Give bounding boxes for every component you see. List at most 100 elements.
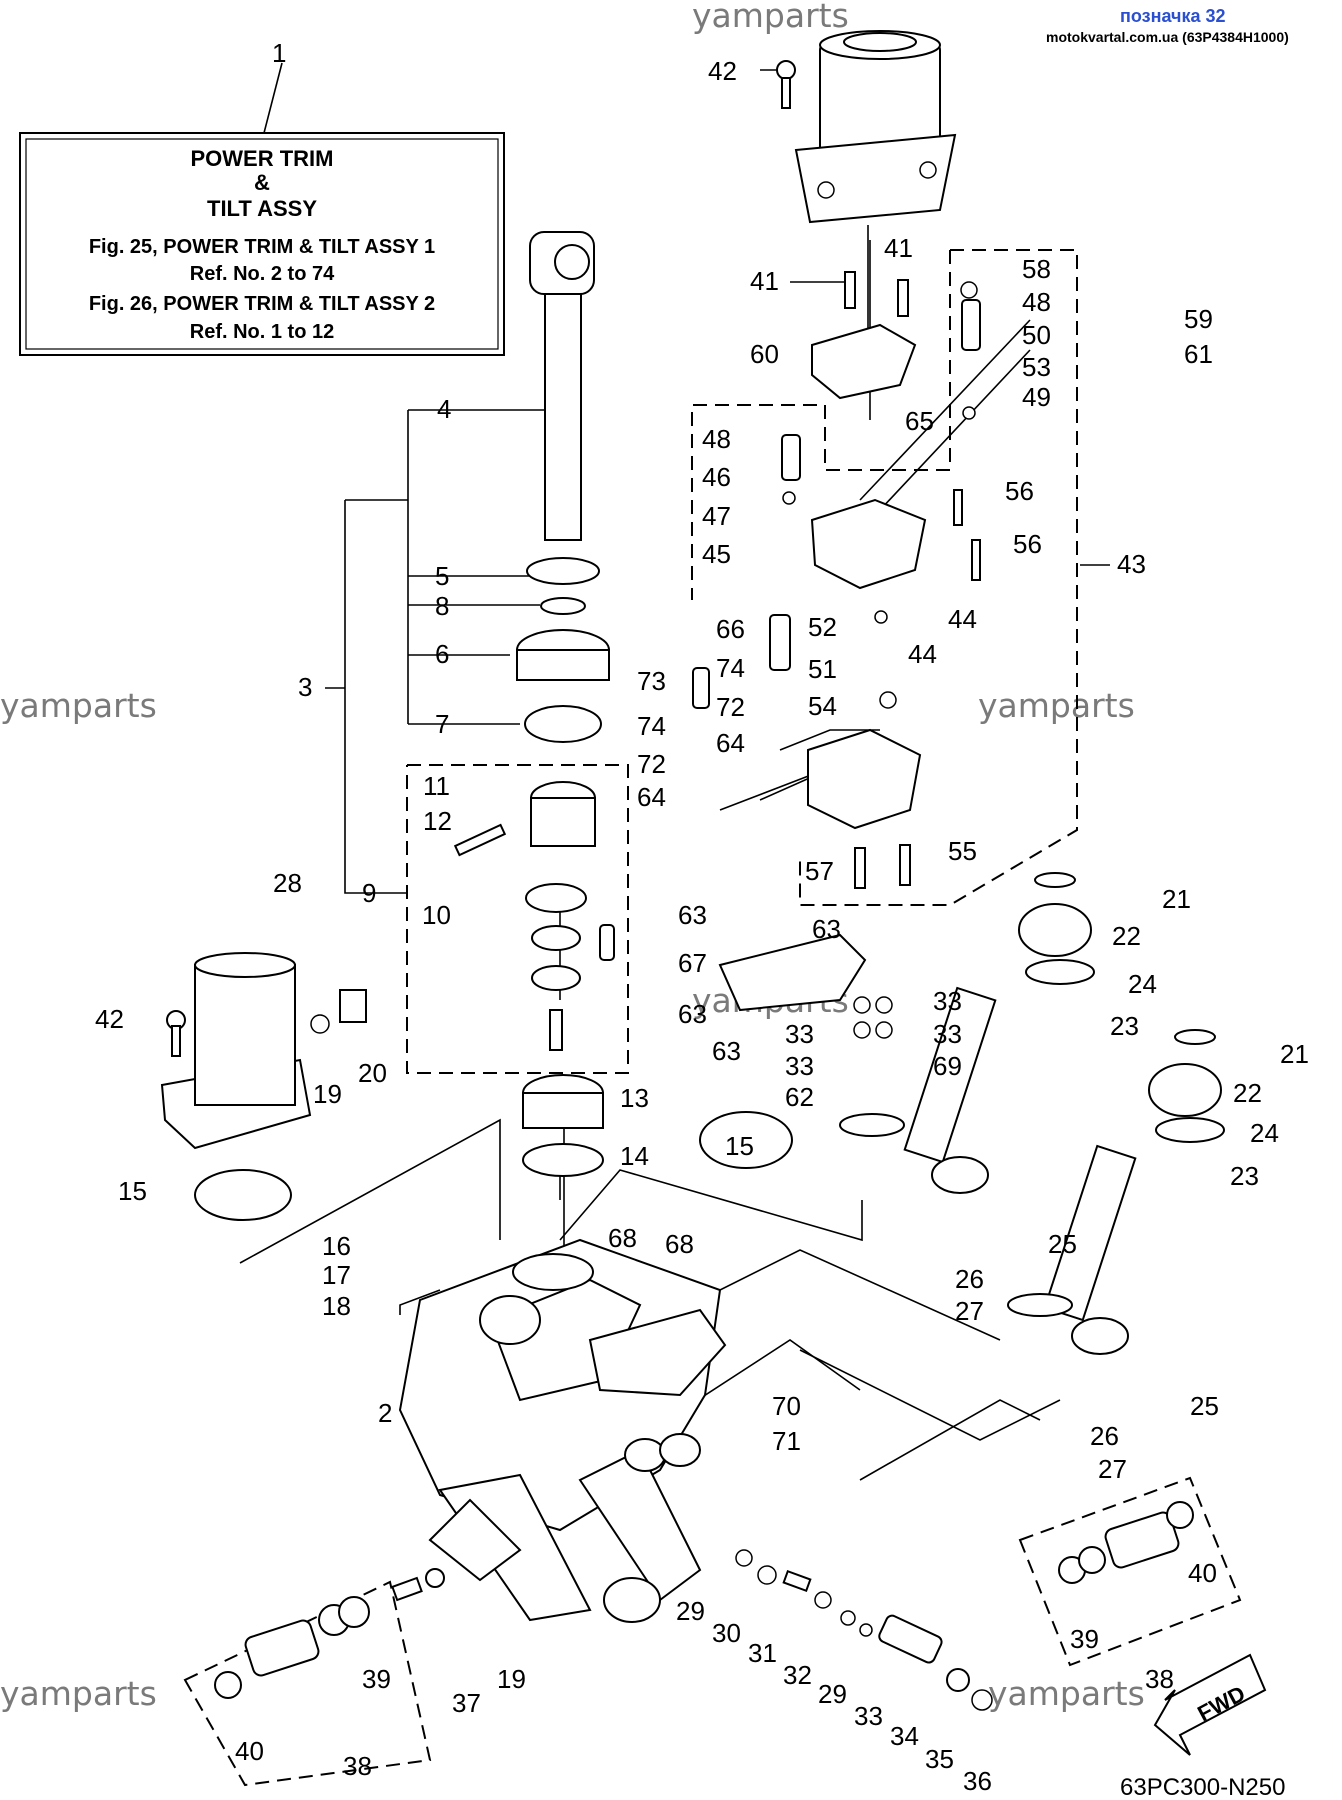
callout-label: 70 [772, 1391, 801, 1421]
callout-label: 58 [1022, 254, 1051, 284]
callout-label: 21 [1162, 884, 1191, 914]
callout-label: 33 [785, 1051, 814, 1081]
diagram-label: позначка 32 [1120, 6, 1226, 26]
callout-label: 37 [452, 1688, 481, 1718]
callout-label: 30 [712, 1618, 741, 1648]
callout-label: 11 [423, 771, 450, 801]
callout-label: 42 [95, 1004, 124, 1034]
callout-label: 57 [805, 856, 834, 886]
info-box-ref: Ref. No. 1 to 12 [190, 321, 334, 343]
info-box-title: & [254, 170, 270, 195]
watermark: yamparts [0, 686, 157, 725]
callout-label: 59 [1184, 304, 1213, 334]
callout-label: 71 [772, 1426, 801, 1456]
callout-label: 15 [725, 1131, 754, 1161]
callout-label: 27 [955, 1296, 984, 1326]
callout-label: 17 [322, 1260, 351, 1290]
reservoir-icon [160, 952, 367, 1221]
leader-lines [239, 69, 1110, 1481]
small-bolts-icon [844, 271, 981, 889]
callout-label: 36 [963, 1766, 992, 1796]
callout-label: 72 [637, 749, 666, 779]
callout-label: 23 [1230, 1161, 1259, 1191]
springs-icon [599, 299, 981, 961]
callout-label: 41 [884, 233, 913, 263]
callout-label: 50 [1022, 320, 1051, 350]
callout-label: 33 [933, 1019, 962, 1049]
callout-label: 47 [702, 501, 731, 531]
callout-label: 42 [708, 56, 737, 86]
trim-cylinder-icon [699, 872, 1225, 1355]
callout-label: 64 [637, 782, 666, 812]
filter-assy-icon [214, 1501, 1194, 1699]
callout-label: 4 [437, 394, 451, 424]
callout-label: 48 [1022, 287, 1051, 317]
callout-label: 63 [812, 914, 841, 944]
callout-label: 63 [678, 999, 707, 1029]
callout-label: 13 [620, 1083, 649, 1113]
info-box-title: TILT ASSY [207, 196, 317, 221]
info-box-ref: Fig. 25, POWER TRIM & TILT ASSY 1 [89, 236, 435, 258]
callout-label: 16 [322, 1231, 351, 1261]
callout-label: 55 [948, 836, 977, 866]
callout-label: 51 [808, 654, 837, 684]
callout-label: 63 [678, 900, 707, 930]
callout-label: 44 [948, 604, 977, 634]
callout-label: 52 [808, 612, 837, 642]
callout-label: 40 [1188, 1558, 1217, 1588]
bolt-icon [776, 60, 796, 109]
callout-label: 19 [497, 1664, 526, 1694]
callout-label: 38 [343, 1751, 372, 1781]
callout-label: 2 [378, 1398, 392, 1428]
callout-label: 35 [925, 1744, 954, 1774]
diagram-code: 63PC300-N250 [1120, 1774, 1285, 1800]
sub-assembly-outlines [183, 249, 1242, 1787]
manual-valve-icon [735, 1549, 993, 1711]
callout-label: 18 [322, 1291, 351, 1321]
callout-label: 68 [608, 1223, 637, 1253]
small-rings-icon [782, 281, 978, 1039]
callout-label: 10 [422, 900, 451, 930]
callout-label: 21 [1280, 1039, 1309, 1069]
callout-label: 63 [712, 1036, 741, 1066]
callout-label: 56 [1005, 476, 1034, 506]
callout-label: 8 [435, 591, 449, 621]
callout-label: 6 [435, 639, 449, 669]
valve-body-icon [718, 323, 927, 1012]
callout-label: 24 [1250, 1118, 1279, 1148]
callout-label: 65 [905, 406, 934, 436]
callout-label: 45 [702, 539, 731, 569]
callout-label: 23 [1110, 1011, 1139, 1041]
callout-label: 69 [933, 1051, 962, 1081]
callout-label: 53 [1022, 352, 1051, 382]
callout-label: 25 [1048, 1229, 1077, 1259]
callout-label: 26 [955, 1264, 984, 1294]
callout-label: 62 [785, 1082, 814, 1112]
callout-label: 68 [665, 1229, 694, 1259]
callout-label: 12 [423, 806, 452, 836]
callout-label: 27 [1098, 1454, 1127, 1484]
callout-label: 29 [818, 1679, 847, 1709]
watermark: yamparts [988, 1674, 1145, 1713]
callout-label: 1 [272, 38, 286, 68]
callout-label: 46 [702, 462, 731, 492]
callout-label: 24 [1128, 969, 1157, 999]
callout-label: 74 [716, 653, 745, 683]
callout-label: 67 [678, 948, 707, 978]
callout-label: 22 [1112, 921, 1141, 951]
callout-label: 15 [118, 1176, 147, 1206]
callout-label: 22 [1233, 1078, 1262, 1108]
callout-label: 33 [785, 1019, 814, 1049]
callout-label: 5 [435, 561, 449, 591]
callout-label: 34 [890, 1721, 919, 1751]
callout-label: 54 [808, 691, 837, 721]
source-reference: motokvartal.com.ua (63P4384H1000) [1046, 29, 1289, 45]
callout-label: 40 [235, 1736, 264, 1766]
callout-label: 38 [1145, 1664, 1174, 1694]
callout-label: 33 [854, 1701, 883, 1731]
callout-label: 14 [620, 1141, 649, 1171]
callout-label: 64 [716, 728, 745, 758]
callout-label: 33 [933, 986, 962, 1016]
callout-label: 32 [783, 1660, 812, 1690]
